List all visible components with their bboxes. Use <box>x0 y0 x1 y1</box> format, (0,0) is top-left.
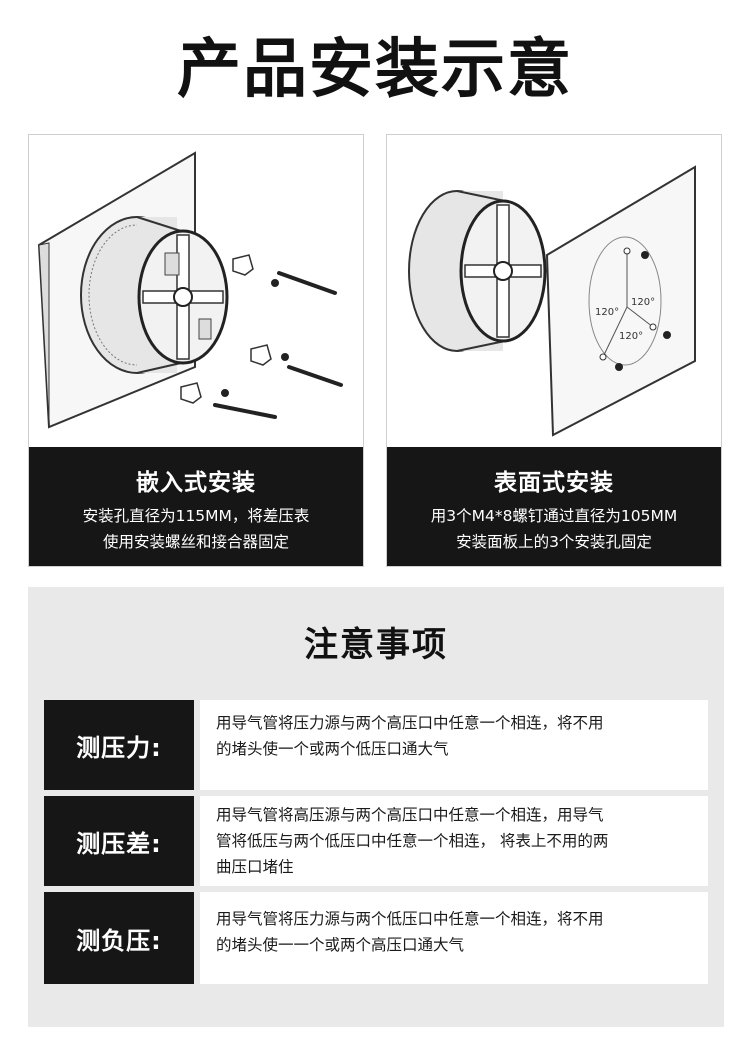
notice-row-differential: 测压差: 用导气管将高压源与两个高压口中任意一个相连，用导气 管将低压与两个低压… <box>44 796 708 886</box>
surface-mount-caption: 表面式安装 用3个M4*8螺钉通过直径为105MM 安装面板上的3个安装孔固定 <box>387 447 721 566</box>
notice-section: 注意事项 测压力: 用导气管将压力源与两个高压口中任意一个相连，将不用 的堵头使… <box>28 587 724 1027</box>
notice-row-line: 的堵头使一个或两个低压口通大气 <box>216 740 449 758</box>
flush-mount-desc-1: 安装孔直径为115MM，将差压表 <box>82 507 310 525</box>
surface-mount-panel: 120° 120° 120° 表面式安装 用3个M4*8螺钉通过直径为105MM… <box>386 134 722 567</box>
notice-row-negative: 测负压: 用导气管将压力源与两个低压口中任意一个相连，将不用 的堵头使一一个或两… <box>44 892 708 984</box>
flush-mount-panel: 嵌入式安装 安装孔直径为115MM，将差压表 使用安装螺丝和接合器固定 <box>28 134 364 567</box>
notice-row-label: 测压力: <box>44 700 194 790</box>
surface-mount-desc-2: 安装面板上的3个安装孔固定 <box>456 533 652 551</box>
notice-row-pressure: 测压力: 用导气管将压力源与两个高压口中任意一个相连，将不用 的堵头使一个或两个… <box>44 700 708 790</box>
flush-mount-title: 嵌入式安装 <box>136 470 256 496</box>
page-title: 产品安装示意 <box>177 33 573 107</box>
notice-row-label: 测负压: <box>44 892 194 984</box>
notice-row-text: 用导气管将高压源与两个高压口中任意一个相连，用导气 管将低压与两个低压口中任意一… <box>200 796 708 886</box>
notice-row-text: 用导气管将压力源与两个高压口中任意一个相连，将不用 的堵头使一个或两个低压口通大… <box>200 700 708 790</box>
flush-mount-caption: 嵌入式安装 安装孔直径为115MM，将差压表 使用安装螺丝和接合器固定 <box>29 447 363 566</box>
notice-row-line: 曲压口堵住 <box>216 858 294 876</box>
angle-label-bottom: 120° <box>619 331 643 342</box>
notice-row-line: 用导气管将压力源与两个高压口中任意一个相连，将不用 <box>216 714 604 732</box>
flush-mount-desc-2: 使用安装螺丝和接合器固定 <box>102 533 289 551</box>
surface-mount-desc-1: 用3个M4*8螺钉通过直径为105MM <box>430 507 678 525</box>
surface-mount-title: 表面式安装 <box>494 470 614 496</box>
notice-row-text: 用导气管将压力源与两个低压口中任意一个相连，将不用 的堵头使一一个或两个高压口通… <box>200 892 708 984</box>
flush-mount-illustration <box>37 151 343 429</box>
notice-row-line: 用导气管将压力源与两个低压口中任意一个相连，将不用 <box>216 910 604 928</box>
notice-title: 注意事项 <box>304 625 448 665</box>
angle-label-left: 120° <box>595 307 619 318</box>
angle-label-right: 120° <box>631 297 655 308</box>
notice-row-line: 管将低压与两个低压口中任意一个相连， 将表上不用的两 <box>216 832 609 850</box>
notice-row-line: 的堵头使一一个或两个高压口通大气 <box>216 936 465 954</box>
notice-row-line: 用导气管将高压源与两个高压口中任意一个相连，用导气 <box>216 806 604 824</box>
notice-row-label: 测压差: <box>44 796 194 886</box>
surface-mount-illustration: 120° 120° 120° <box>408 165 696 437</box>
